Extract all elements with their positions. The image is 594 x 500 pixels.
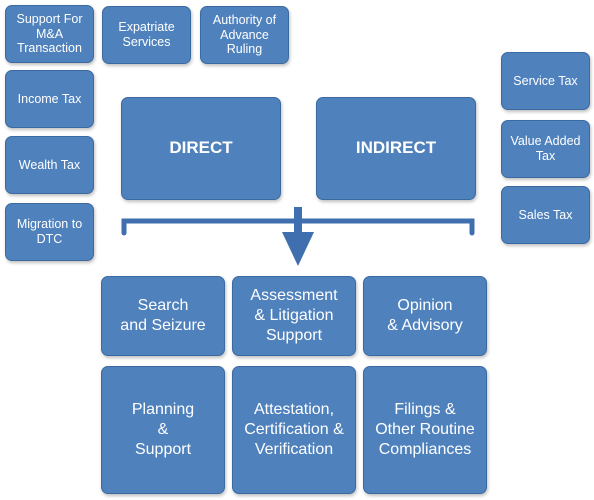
opinion-advisory-box: Opinion & Advisory xyxy=(363,276,487,356)
expatriate-services-box: Expatriate Services xyxy=(102,6,191,64)
planning-support-box: Planning & Support xyxy=(101,366,225,494)
wealth-tax-box: Wealth Tax xyxy=(5,136,94,194)
indirect-box: INDIRECT xyxy=(316,97,476,200)
support-ma-transaction-box: Support For M&A Transaction xyxy=(5,5,94,63)
search-seizure-box: Search and Seizure xyxy=(101,276,225,356)
migration-to-dtc-box: Migration to DTC xyxy=(5,203,94,261)
value-added-tax-box: Value Added Tax xyxy=(501,120,590,178)
arrow-shaft xyxy=(294,207,302,233)
sales-tax-box: Sales Tax xyxy=(501,186,590,244)
assessment-litigation-box: Assessment & Litigation Support xyxy=(232,276,356,356)
income-tax-box: Income Tax xyxy=(5,70,94,128)
service-tax-box: Service Tax xyxy=(501,52,590,110)
filings-compliances-box: Filings & Other Routine Compliances xyxy=(363,366,487,494)
arrow-head xyxy=(282,232,314,266)
attestation-certification-box: Attestation, Certification & Verificatio… xyxy=(232,366,356,494)
direct-box: DIRECT xyxy=(121,97,281,200)
authority-advance-ruling-box: Authority of Advance Ruling xyxy=(200,6,289,64)
